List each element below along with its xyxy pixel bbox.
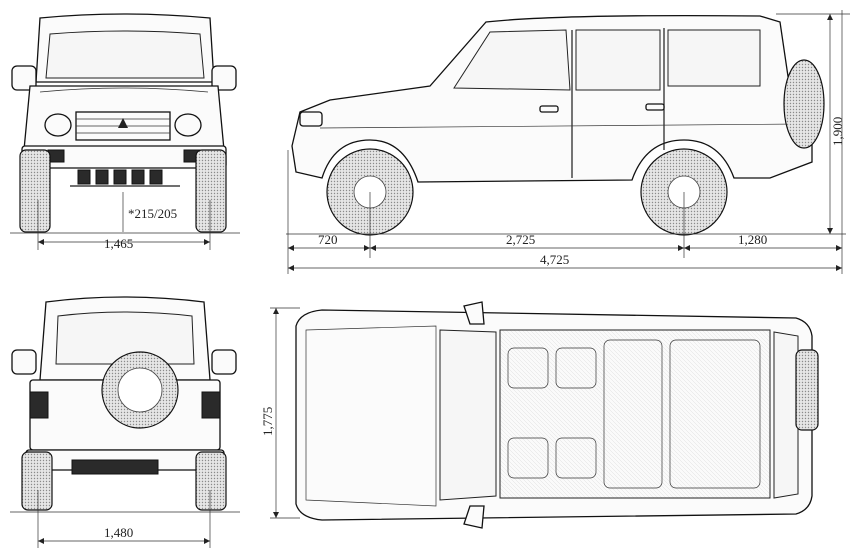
front-track-label: 1,465 [104, 236, 133, 251]
overall-length-label: 4,725 [540, 252, 569, 267]
front-view [10, 13, 240, 250]
rear-track-label: 1,480 [104, 525, 133, 540]
wheelbase-label: 2,725 [506, 232, 535, 247]
overall-width-label: 1,775 [260, 407, 275, 436]
rear-overhang-label: 1,280 [738, 232, 767, 247]
front-overhang-label: 720 [318, 232, 338, 247]
tire-note-label: *215/205 [128, 206, 177, 221]
top-view [270, 301, 819, 529]
overall-height-label: 1,900 [830, 117, 845, 146]
side-view [286, 10, 850, 274]
rear-view [10, 296, 240, 548]
